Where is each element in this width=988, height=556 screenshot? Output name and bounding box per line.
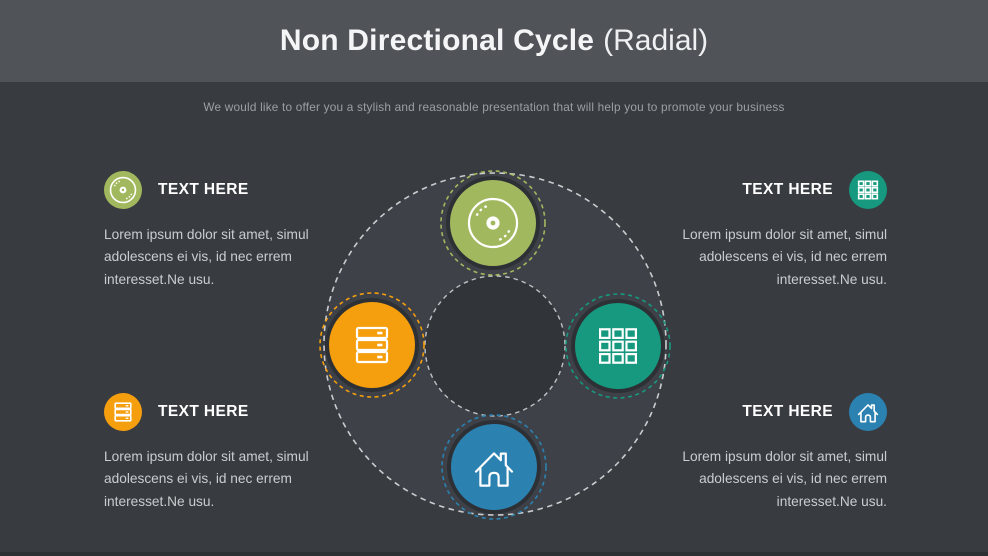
description-line: Lorem ipsum dolor sit amet, simul bbox=[682, 449, 887, 464]
description-line: Lorem ipsum dolor sit amet, simul bbox=[104, 449, 309, 464]
description-line: interesset.Ne usu. bbox=[104, 271, 215, 287]
node-disc bbox=[440, 170, 546, 276]
grid-icon bbox=[849, 171, 887, 209]
page-title: Non Directional Cycle bbox=[279, 24, 595, 57]
node-disc-ring bbox=[440, 170, 546, 276]
center-dashed-circle bbox=[424, 275, 566, 417]
node-server-ring bbox=[319, 292, 425, 398]
info-block-bottom-right: TEXT HERE Lorem ipsum dolor sit amet, si… bbox=[679, 393, 887, 513]
page-title-suffix: (Radial) bbox=[603, 24, 709, 57]
info-block-bottom-left: TEXT HERE Lorem ipsum dolor sit amet, si… bbox=[104, 393, 312, 513]
node-grid-ring bbox=[565, 293, 671, 399]
node-home-circle bbox=[447, 420, 541, 514]
info-block-top-left: TEXT HERE Lorem ipsum dolor sit amet, si… bbox=[104, 171, 312, 291]
bottom-edge-strip bbox=[0, 552, 988, 556]
node-server bbox=[319, 292, 425, 398]
block-description: Lorem ipsum dolor sit amet, simul adoles… bbox=[679, 446, 887, 513]
description-line: adolescens ei vis, id nec errem bbox=[699, 249, 887, 265]
server-icon bbox=[104, 393, 142, 431]
description-line: adolescens ei vis, id nec errem bbox=[104, 471, 292, 487]
description-line: interesset.Ne usu. bbox=[776, 493, 887, 509]
block-description: Lorem ipsum dolor sit amet, simul adoles… bbox=[104, 224, 312, 291]
block-label: TEXT HERE bbox=[158, 181, 249, 198]
header-bar: Non Directional Cycle (Radial) bbox=[0, 0, 988, 82]
block-description: Lorem ipsum dolor sit amet, simul adoles… bbox=[104, 446, 312, 513]
slide-subtitle: We would like to offer you a stylish and… bbox=[203, 100, 785, 114]
description-line: Lorem ipsum dolor sit amet, simul bbox=[104, 227, 309, 242]
description-line: adolescens ei vis, id nec errem bbox=[699, 471, 887, 487]
description-line: Lorem ipsum dolor sit amet, simul bbox=[682, 227, 887, 242]
description-line: interesset.Ne usu. bbox=[104, 493, 215, 509]
block-label: TEXT HERE bbox=[742, 181, 833, 198]
node-grid-circle bbox=[571, 299, 665, 393]
node-server-circle bbox=[325, 298, 419, 392]
node-grid bbox=[565, 293, 671, 399]
info-block-top-right: TEXT HERE Lorem ipsum dolor sit amet, si… bbox=[679, 171, 887, 291]
block-label: TEXT HERE bbox=[742, 403, 833, 420]
description-line: interesset.Ne usu. bbox=[776, 271, 887, 287]
block-description: Lorem ipsum dolor sit amet, simul adoles… bbox=[679, 224, 887, 291]
block-label: TEXT HERE bbox=[158, 403, 249, 420]
node-home bbox=[441, 414, 547, 520]
node-home-ring bbox=[441, 414, 547, 520]
disc-icon bbox=[104, 171, 142, 209]
home-icon bbox=[849, 393, 887, 431]
description-line: adolescens ei vis, id nec errem bbox=[104, 249, 292, 265]
